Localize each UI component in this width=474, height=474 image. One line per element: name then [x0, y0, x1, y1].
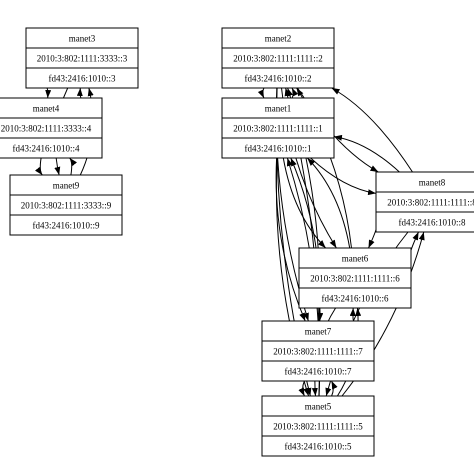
edge-manet1-to-manet2: [291, 87, 299, 99]
node-box: [261, 395, 375, 457]
node-manet4: manet42010:3:802:1111:3333::4fd43:2416:1…: [0, 97, 103, 159]
node-ipv6-address: 2010:3:802:1111:1111::6: [310, 274, 400, 284]
edge-manet6-to-manet8: [409, 231, 419, 255]
node-ula-address: fd43:2416:1010::6: [322, 294, 389, 304]
node-name: manet6: [342, 254, 369, 264]
node-name: manet4: [33, 104, 60, 114]
node-name: manet5: [305, 402, 332, 412]
node-ula-address: fd43:2416:1010::9: [33, 221, 100, 231]
edge-manet2-to-manet1: [257, 87, 265, 99]
node-manet6: manet62010:3:802:1111:1111::6fd43:2416:1…: [298, 247, 412, 309]
node-manet7: manet72010:3:802:1111:1111::7fd43:2416:1…: [261, 320, 375, 382]
node-ipv6-address: 2010:3:802:1111:1111::8: [387, 198, 474, 208]
node-ipv6-address: 2010:3:802:1111:3333::3: [37, 54, 128, 64]
node-name: manet2: [265, 34, 292, 44]
node-name: manet9: [53, 181, 80, 191]
node-box: [9, 174, 123, 236]
node-ula-address: fd43:2416:1010::1: [245, 144, 312, 154]
node-name: manet7: [305, 327, 332, 337]
node-manet5: manet52010:3:802:1111:1111::5fd43:2416:1…: [261, 395, 375, 457]
node-ula-address: fd43:2416:1010::8: [399, 218, 466, 228]
node-manet2: manet22010:3:802:1111:1111::2fd43:2416:1…: [221, 27, 335, 89]
edge-manet1-to-manet8: [310, 157, 377, 196]
edge-manet4-to-manet3: [76, 87, 84, 99]
node-box: [221, 97, 335, 159]
node-box: [25, 27, 139, 89]
node-manet9: manet92010:3:802:1111:3333::9fd43:2416:1…: [9, 174, 123, 236]
edge-manet4-to-manet9: [34, 157, 43, 176]
node-ipv6-address: 2010:3:802:1111:3333::9: [21, 201, 112, 211]
node-box: [298, 247, 412, 309]
edge-manet8-to-manet1: [333, 134, 400, 173]
edge-manet1-to-manet6: [282, 157, 327, 249]
node-ipv6-address: 2010:3:802:1111:1111::1: [233, 124, 323, 134]
node-ipv6-address: 2010:3:802:1111:3333::4: [1, 124, 92, 134]
node-name: manet3: [69, 34, 96, 44]
edge-manet9-to-manet4: [69, 157, 78, 176]
node-ipv6-address: 2010:3:802:1111:1111::5: [273, 422, 363, 432]
node-manet3: manet32010:3:802:1111:3333::3fd43:2416:1…: [25, 27, 139, 89]
edge-manet3-to-manet4: [44, 87, 52, 99]
node-ula-address: fd43:2416:1010::5: [285, 442, 352, 452]
edge-manet8-to-manet6: [368, 225, 378, 249]
nodes-layer: manet32010:3:802:1111:3333::3fd43:2416:1…: [0, 27, 474, 457]
edge-manet8-to-manet2: [331, 87, 413, 173]
node-ipv6-address: 2010:3:802:1111:1111::2: [233, 54, 323, 64]
edge-manet6-to-manet1: [306, 157, 351, 249]
node-box: [0, 97, 103, 159]
node-name: manet8: [419, 178, 446, 188]
node-box: [261, 320, 375, 382]
node-manet1: manet12010:3:802:1111:1111::1fd43:2416:1…: [221, 97, 335, 159]
node-name: manet1: [265, 104, 292, 114]
node-ula-address: fd43:2416:1010::3: [49, 74, 116, 84]
node-manet8: manet82010:3:802:1111:1111::8fd43:2416:1…: [375, 171, 474, 233]
node-box: [375, 171, 474, 233]
node-ula-address: fd43:2416:1010::4: [13, 144, 80, 154]
node-ula-address: fd43:2416:1010::2: [245, 74, 312, 84]
edge-manet7-to-manet5: [298, 380, 305, 397]
node-box: [221, 27, 335, 89]
node-ula-address: fd43:2416:1010::7: [285, 367, 352, 377]
edge-manet5-to-manet7: [331, 380, 338, 397]
node-ipv6-address: 2010:3:802:1111:1111::7: [273, 347, 363, 357]
